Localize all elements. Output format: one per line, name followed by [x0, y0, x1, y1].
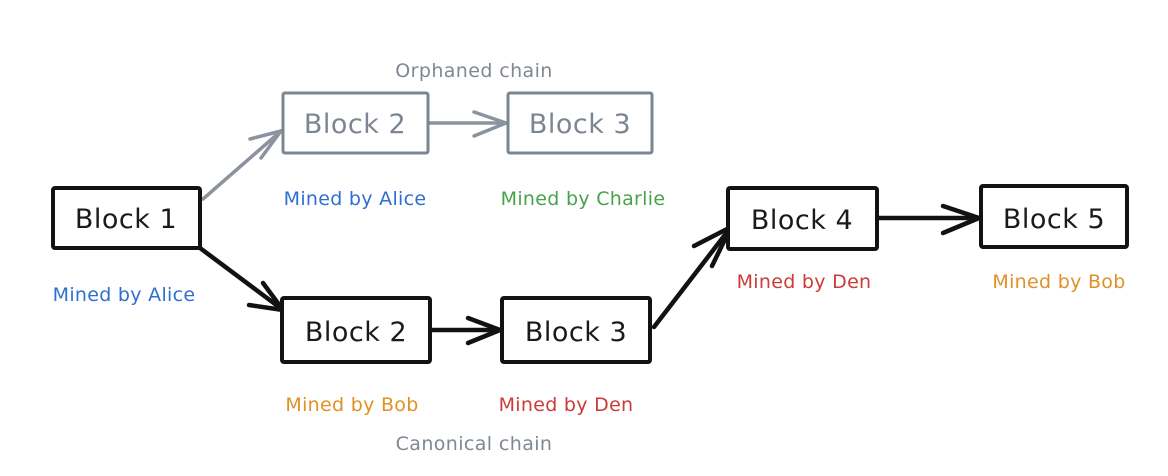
orphan-block-2-box[interactable] — [281, 91, 430, 155]
arrow-canonical4-to-canonical5 — [876, 203, 982, 236]
canonical-block-2-label: Block 2 — [305, 317, 407, 348]
canonical-block-2-box[interactable] — [280, 296, 432, 364]
block-node-canonical-block-5[interactable]: Block 5 Mined by Bob — [979, 184, 1129, 293]
orphaned-chain-label: Orphaned chain — [395, 60, 552, 82]
canonical-chain-label: Canonical chain — [396, 433, 553, 455]
block-node-orphan-block-2[interactable]: Block 2 Mined by Alice — [281, 91, 430, 210]
canonical-block-3-label: Block 3 — [525, 317, 627, 348]
canonical-block-2-miner-label: Mined by Bob — [285, 394, 418, 416]
orphan-block-3-label: Block 3 — [529, 109, 631, 140]
canonical-block-4-box[interactable] — [726, 186, 879, 251]
arrow-block1-to-canonical2 — [197, 245, 286, 313]
canonical-block-5-label: Block 5 — [1003, 204, 1105, 235]
canonical-block-5-box[interactable] — [979, 184, 1129, 249]
block-1-miner-label: Mined by Alice — [53, 284, 196, 306]
block-node-canonical-block-2[interactable]: Block 2 Mined by Bob — [280, 296, 432, 416]
orphan-block-3-miner-label: Mined by Charlie — [501, 188, 666, 210]
canonical-block-3-box[interactable] — [500, 296, 652, 364]
canonical-block-5-miner-label: Mined by Bob — [992, 271, 1125, 293]
block-node-block-1[interactable]: Block 1 Mined by Alice — [51, 186, 202, 306]
block-1-label: Block 1 — [75, 204, 177, 235]
block-node-orphan-block-3[interactable]: Block 3 Mined by Charlie — [501, 91, 666, 210]
block-node-canonical-block-3[interactable]: Block 3 Mined by Den — [499, 296, 652, 416]
arrow-canonical2-to-canonical3 — [429, 315, 503, 346]
canonical-block-4-label: Block 4 — [751, 205, 853, 236]
orphan-block-3-box[interactable] — [506, 91, 654, 155]
orphan-block-2-miner-label: Mined by Alice — [284, 188, 427, 210]
block-node-canonical-block-4[interactable]: Block 4 Mined by Den — [726, 186, 879, 293]
orphan-block-2-label: Block 2 — [304, 109, 406, 140]
arrow-orphan2-to-orphan3 — [428, 110, 508, 138]
arrow-canonical3-to-canonical4 — [651, 224, 734, 330]
arrow-block1-to-orphan2 — [201, 129, 283, 201]
canonical-block-3-miner-label: Mined by Den — [499, 394, 634, 416]
block-1-box[interactable] — [51, 186, 202, 250]
canonical-block-4-miner-label: Mined by Den — [737, 271, 872, 293]
